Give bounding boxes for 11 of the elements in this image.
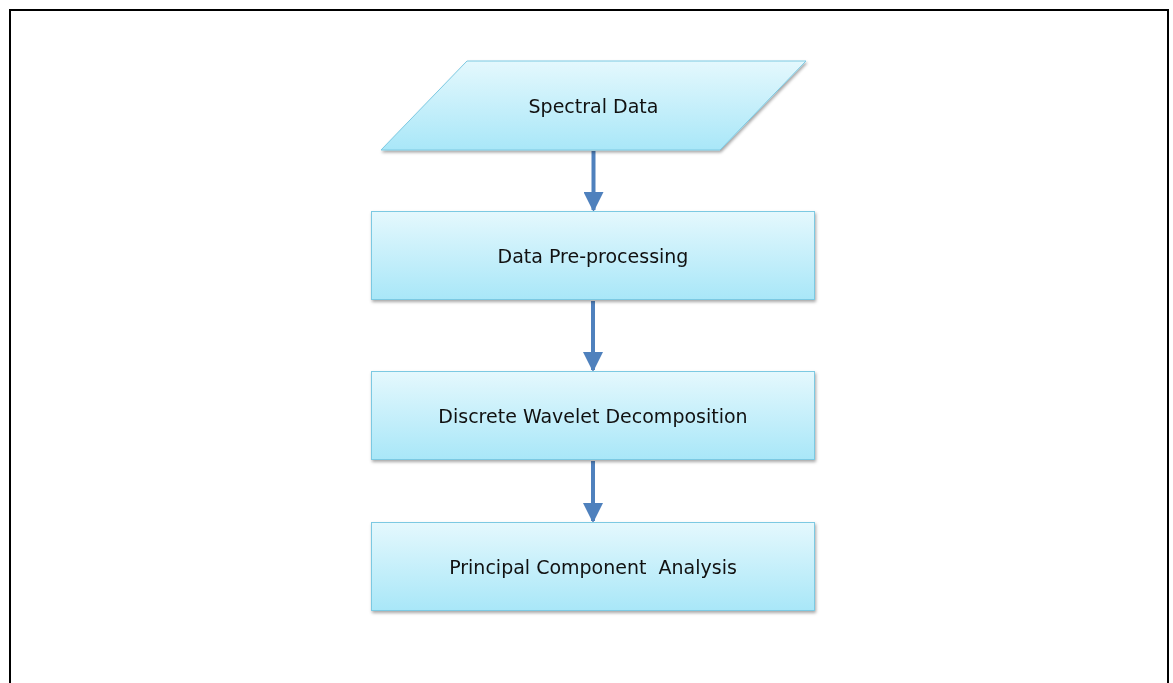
process-box <box>371 371 815 460</box>
arrow <box>583 301 603 372</box>
node-label: Data Pre-processing <box>497 244 689 267</box>
node-label: Spectral Data <box>528 94 659 117</box>
node-label: Discrete Wavelet Decomposition <box>438 404 748 427</box>
node-label: Principal Component Analysis <box>449 555 737 578</box>
arrow <box>583 461 603 523</box>
input-parallelogram <box>381 61 806 150</box>
arrow <box>583 151 604 212</box>
process-box <box>371 211 815 300</box>
process-box <box>371 522 815 611</box>
